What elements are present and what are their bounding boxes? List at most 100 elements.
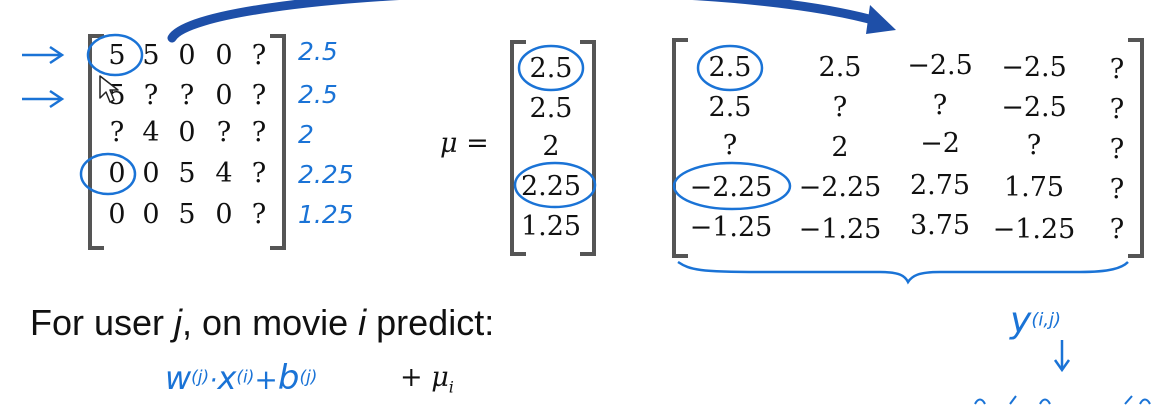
row-mean-annotation: 2.5 [298, 80, 338, 109]
row-mean-annotation: 1.25 [298, 200, 354, 229]
mu-term: + μi [400, 362, 454, 396]
right-matrix-cell: 2.5 [818, 52, 862, 83]
mouse-cursor-icon [99, 75, 119, 103]
left-matrix-cell: 5 [178, 199, 196, 230]
right-matrix-cell: 3.75 [909, 210, 971, 241]
right-matrix-cell: −1.25 [992, 214, 1076, 245]
y-letter: y [1010, 300, 1032, 341]
mu-vector-entry: 2.25 [520, 171, 582, 202]
row-mean-annotation: 2.25 [298, 160, 354, 189]
left-matrix-cell: 0 [178, 40, 196, 71]
right-matrix-cell: 2.5 [708, 52, 752, 83]
left-matrix-cell: ? [251, 40, 267, 71]
left-matrix-cell: 0 [142, 158, 160, 189]
right-matrix-cell: ? [832, 92, 848, 123]
right-matrix-cell: ? [1109, 214, 1125, 245]
left-matrix-cell: ? [251, 158, 267, 189]
right-matrix-brace [677, 260, 1129, 285]
mu-vector-entry: 2.5 [529, 93, 573, 124]
left-matrix-cell: 5 [108, 40, 126, 71]
circle-mu-top [517, 44, 585, 92]
left-matrix-cell: ? [251, 199, 267, 230]
right-matrix-left-bracket [672, 38, 688, 258]
left-matrix-cell: 0 [108, 199, 126, 230]
right-matrix-cell: ? [1109, 94, 1125, 125]
top-arc-arrowhead [866, 5, 896, 34]
right-matrix-cell: 1.75 [1003, 172, 1065, 203]
y-superscript: (i,j) [1031, 309, 1062, 331]
formula-x: x [217, 359, 237, 397]
right-matrix-cell: ? [1109, 134, 1125, 165]
left-matrix-cell: 0 [215, 40, 233, 71]
formula-sup: (i) [236, 367, 255, 388]
right-matrix-cell: −2.5 [1001, 92, 1067, 123]
left-matrix-cell: 0 [215, 80, 233, 111]
row-arrow-1 [22, 45, 65, 65]
right-matrix-cell: ? [1109, 54, 1125, 85]
movie-index-i: i [358, 302, 367, 343]
prediction-text: For user [30, 302, 175, 343]
left-matrix-left-bracket [88, 34, 104, 250]
top-arc-arrow [167, 0, 885, 43]
right-matrix-cell: 2.75 [909, 170, 971, 201]
formula-sup: (j) [191, 367, 210, 388]
formula-plus: + [254, 363, 278, 396]
left-matrix-cell: 0 [142, 199, 160, 230]
right-matrix-cell: −2.25 [798, 172, 882, 203]
right-matrix-cell: −2 [920, 128, 960, 159]
right-matrix-cell: 2 [831, 132, 849, 163]
formula-sup: (j) [299, 367, 318, 388]
right-matrix-cell: −2.5 [907, 50, 973, 81]
left-matrix-cell: ? [109, 117, 125, 148]
row-arrow-2 [22, 89, 65, 109]
left-matrix-cell: ? [216, 117, 232, 148]
row-mean-annotation: 2.5 [298, 37, 338, 66]
right-matrix-cell: 2.5 [708, 92, 752, 123]
left-matrix-cell: 5 [142, 40, 160, 71]
left-matrix-cell: ? [251, 117, 267, 148]
left-matrix-cell: 4 [215, 158, 233, 189]
user-index-j: j [174, 302, 183, 343]
formula-b: b [277, 358, 300, 398]
right-matrix-cell: ? [1109, 174, 1125, 205]
y-down-arrow [1053, 340, 1071, 373]
left-matrix-cell: 0 [178, 117, 196, 148]
left-matrix-cell: ? [251, 80, 267, 111]
formula-dot: · [209, 366, 218, 396]
formula-w: w [165, 359, 192, 397]
left-matrix-cell: 4 [142, 117, 160, 148]
circle-mu-row4 [513, 161, 597, 209]
left-matrix-cell: 5 [178, 158, 196, 189]
circle-right-row4 [672, 161, 792, 211]
mu-vector-entry: 2 [542, 131, 560, 162]
right-matrix-cell: −1.25 [689, 212, 773, 243]
prediction-formula: w(j)·x(i)+b(j) [165, 358, 317, 398]
cutoff-handwriting [974, 395, 1151, 405]
mu-term-text: + μ [400, 362, 449, 393]
right-matrix-cell: ? [1026, 130, 1042, 161]
prediction-sentence: For user j, on movie i predict: [30, 302, 494, 344]
right-matrix-cell: −1.25 [798, 214, 882, 245]
left-matrix-cell: ? [143, 80, 159, 111]
mu-vector-left-bracket [510, 40, 526, 256]
mu-term-sub: i [448, 377, 454, 397]
left-matrix-cell: 0 [215, 199, 233, 230]
row-mean-annotation: 2 [298, 120, 314, 149]
right-matrix-right-bracket [1128, 38, 1144, 258]
mu-vector-right-bracket [580, 40, 596, 256]
right-matrix-cell: −2.25 [689, 172, 773, 203]
left-matrix-right-bracket [270, 34, 286, 250]
mu-vector-entry: 2.5 [529, 53, 573, 84]
mu-vector-entry: 1.25 [520, 211, 582, 242]
right-matrix-cell: −2.5 [1001, 52, 1067, 83]
circle-left-top [86, 33, 144, 77]
left-matrix-cell: ? [179, 80, 195, 111]
y-ij-label: y(i,j) [1010, 300, 1061, 341]
right-matrix-cell: ? [932, 90, 948, 121]
circle-right-top [696, 44, 764, 92]
circle-left-row4 [79, 152, 137, 196]
mu-label: μ = [440, 128, 489, 159]
prediction-text: , on movie [182, 302, 359, 343]
left-matrix-cell: 0 [108, 158, 126, 189]
